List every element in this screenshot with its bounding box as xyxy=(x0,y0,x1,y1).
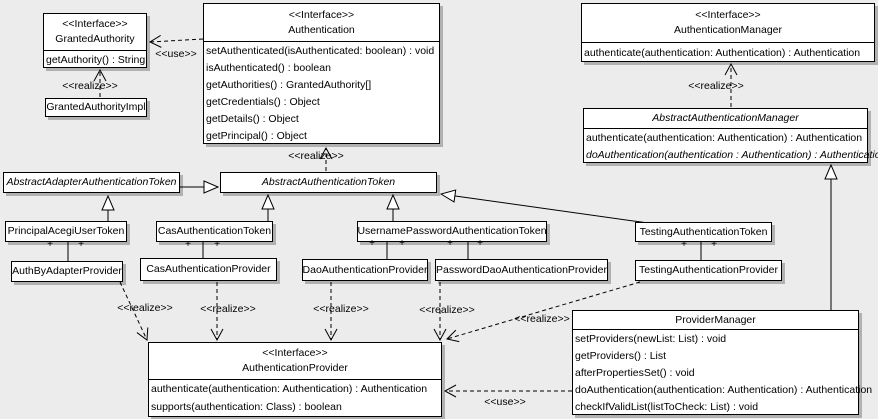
class-name: TestingAuthenticationToken xyxy=(639,225,768,238)
edge-label-realize: <<realize>> xyxy=(313,303,369,315)
method-list: setAuthenticated(isAuthenticated: boolea… xyxy=(204,41,439,144)
class-name: GrantedAuthority xyxy=(55,33,135,45)
class-name: TestingAuthenticationProvider xyxy=(639,264,778,276)
association-end-plus: + xyxy=(214,239,220,250)
stereotype-label: <<Interface>> xyxy=(262,347,328,359)
association-end-plus: + xyxy=(681,239,687,250)
method-item: getDetails() : Object xyxy=(206,112,299,125)
method-item: doAuthentication(authentication : Authen… xyxy=(586,148,878,161)
method-item: authenticate(authentication: Authenticat… xyxy=(584,46,861,59)
edge-realize-testing-provider xyxy=(445,281,641,343)
class-name: AuthenticationManager xyxy=(674,24,782,36)
stereotype-label: <<Interface>> xyxy=(288,8,355,21)
stereotype-label: <<Interface>> xyxy=(695,9,761,21)
edge-label-realize: <<realize>> xyxy=(62,80,118,92)
association-end-plus: + xyxy=(185,239,191,250)
class-name: UsernamePasswordAuthenticationToken xyxy=(357,225,547,237)
edge-label-realize: <<realize>> xyxy=(688,80,744,92)
class-box-abstract-authentication-manager: AbstractAuthenticationManager authentica… xyxy=(583,108,878,163)
class-header: <<Interface>> AuthenticationManager xyxy=(582,4,874,42)
class-box-granted-authority-impl: GrantedAuthorityImpl xyxy=(45,98,147,117)
class-name: AbstractAdapterAuthenticationToken xyxy=(6,176,177,188)
method-item: getProviders() : List xyxy=(575,349,667,362)
method-list: authenticate(authentication: Authenticat… xyxy=(149,379,441,416)
class-name: AuthByAdapterProvider xyxy=(12,265,122,277)
association-end-plus: + xyxy=(78,239,84,250)
method-item: getAuthority() : String xyxy=(46,53,146,66)
class-header: <<Interface>> Authentication xyxy=(204,4,439,41)
edge-realize-authbyadapter xyxy=(119,281,149,341)
class-name: Authentication xyxy=(288,23,355,36)
stereotype-label: <<Interface>> xyxy=(62,18,128,30)
class-box-abstract-authentication-token: AbstractAuthenticationToken xyxy=(220,172,437,193)
edge-label-realize: <<realize>> xyxy=(200,303,256,315)
method-item: checkIfValidList(listToCheck: List) : vo… xyxy=(575,400,759,413)
method-item: supports(authentication: Class) : boolea… xyxy=(151,401,342,413)
method-item: getPrincipal() : Object xyxy=(206,129,307,142)
class-name: AuthenticationProvider xyxy=(242,362,348,374)
class-name: AbstractAuthenticationManager xyxy=(652,112,799,124)
class-name: PrincipalAcegiUserToken xyxy=(7,225,125,237)
class-box-username-password-authentication-token: UsernamePasswordAuthenticationToken xyxy=(357,221,547,242)
association-end-plus: + xyxy=(711,239,717,250)
edge-use-authentication-grantedauthority xyxy=(148,34,204,48)
method-list: authenticate(authentication: Authenticat… xyxy=(584,128,878,163)
class-box-provider-manager: ProviderManager setProviders(newList: Li… xyxy=(572,310,873,415)
association-end-plus: + xyxy=(47,239,53,250)
edge-label-realize: <<realize>> xyxy=(419,304,475,316)
class-name: GrantedAuthorityImpl xyxy=(46,101,146,113)
method-list: authenticate(authentication: Authenticat… xyxy=(582,42,874,62)
method-item: setProviders(newList: List) : void xyxy=(575,332,727,345)
method-item: isAuthenticated() : boolean xyxy=(206,61,331,74)
class-box-cas-authentication-token: CasAuthenticationToken xyxy=(156,221,273,242)
method-item: doAuthentication(authentication: Authent… xyxy=(575,383,873,396)
class-box-auth-by-adapter-provider: AuthByAdapterProvider xyxy=(11,261,123,282)
class-box-authentication-provider: <<Interface>> AuthenticationProvider aut… xyxy=(148,342,442,417)
class-box-abstract-adapter-authentication-token: AbstractAdapterAuthenticationToken xyxy=(3,172,180,193)
association-end-plus: + xyxy=(399,238,405,249)
class-name: DaoAuthenticationProvider xyxy=(302,263,428,276)
edge-label-use: <<use>> xyxy=(155,48,197,60)
edge-label-realize: <<realize>> xyxy=(514,313,570,325)
method-item: getCredentials() : Object xyxy=(206,95,320,108)
class-box-password-dao-authentication-provider: PasswordDaoAuthenticationProvider xyxy=(435,259,608,281)
edge-testing-token-extends xyxy=(441,194,649,224)
class-header: <<Interface>> AuthenticationProvider xyxy=(149,343,441,379)
class-header: <<Interface>> GrantedAuthority xyxy=(44,14,146,50)
method-item: getAuthorities() : GrantedAuthority[] xyxy=(206,78,372,91)
edge-label-realize: <<realize>> xyxy=(117,302,173,314)
class-name: CasAuthenticationToken xyxy=(157,225,272,237)
association-end-plus: + xyxy=(369,238,375,249)
class-name: CasAuthenticationProvider xyxy=(146,263,271,275)
class-box-granted-authority: <<Interface>> GrantedAuthority getAuthor… xyxy=(43,13,147,68)
edge-label-realize: <<realize>> xyxy=(288,150,344,162)
method-list: setProviders(newList: List) : void getPr… xyxy=(573,329,873,415)
class-name: ProviderManager xyxy=(675,313,756,326)
edge-label-use: <<use>> xyxy=(484,396,526,408)
class-name: AbstractAuthenticationToken xyxy=(261,176,396,188)
class-box-authentication: <<Interface>> Authentication setAuthenti… xyxy=(203,3,440,144)
method-item: afterPropertiesSet() : void xyxy=(575,366,695,379)
method-list: getAuthority() : String xyxy=(44,50,146,68)
class-box-principal-acegi-user-token: PrincipalAcegiUserToken xyxy=(5,221,127,242)
class-box-testing-authentication-token: TestingAuthenticationToken xyxy=(635,222,772,242)
class-box-dao-authentication-provider: DaoAuthenticationProvider xyxy=(302,259,428,281)
association-end-plus: + xyxy=(477,238,483,249)
class-box-testing-authentication-provider: TestingAuthenticationProvider xyxy=(635,260,782,281)
class-box-cas-authentication-provider: CasAuthenticationProvider xyxy=(140,258,277,281)
method-item: setAuthenticated(isAuthenticated: boolea… xyxy=(206,44,435,57)
class-box-authentication-manager: <<Interface>> AuthenticationManager auth… xyxy=(581,3,875,62)
method-item: authenticate(authentication: Authenticat… xyxy=(151,383,428,395)
method-item: authenticate(authentication: Authenticat… xyxy=(586,131,863,144)
association-end-plus: + xyxy=(447,238,453,249)
class-name: PasswordDaoAuthenticationProvider xyxy=(436,263,608,276)
